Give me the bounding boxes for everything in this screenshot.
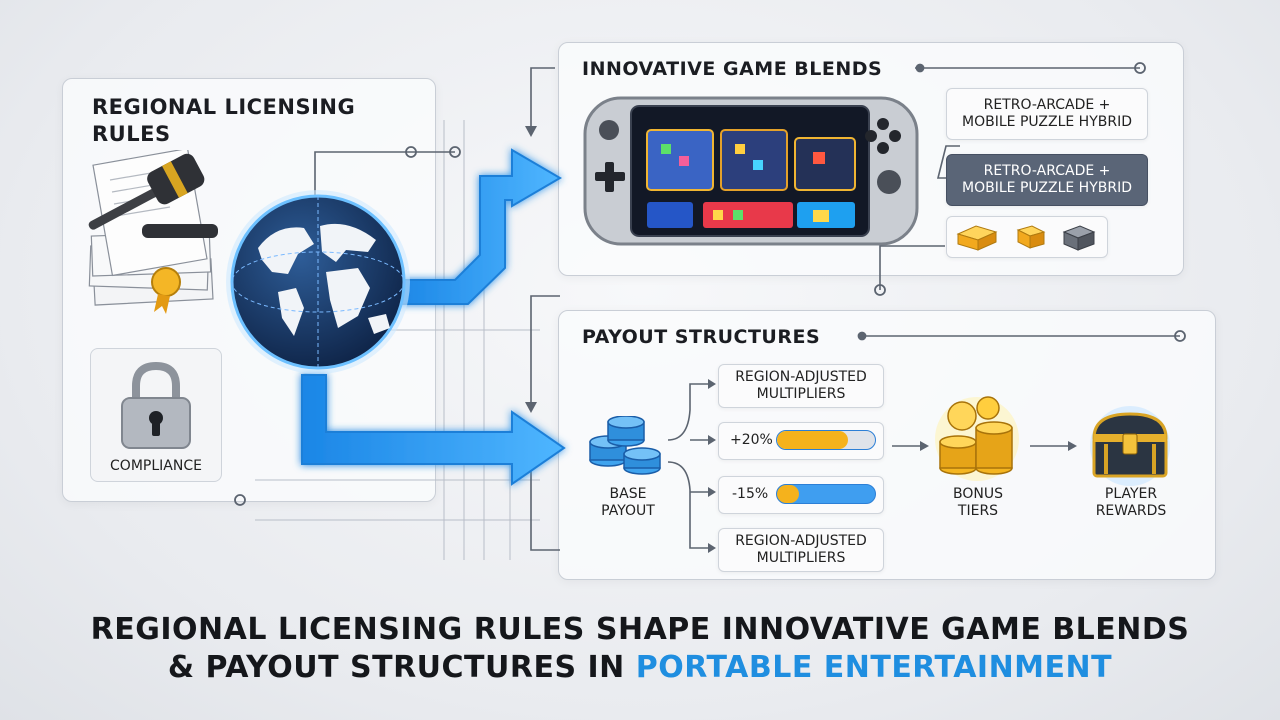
blend-option-2[interactable]: RETRO-ARCADE + MOBILE PUZZLE HYBRID	[946, 154, 1148, 206]
adjust-down-label: -15%	[732, 486, 769, 502]
adjust-up-label: +20%	[730, 432, 773, 448]
adjust-up-fill	[777, 431, 848, 449]
globe-icon	[226, 190, 410, 374]
footer-title-prefix: & PAYOUT STRUCTURES IN	[167, 650, 636, 685]
blend-option-1-line2: MOBILE PUZZLE HYBRID	[962, 114, 1132, 130]
licensing-heading: REGIONAL LICENSING RULES	[92, 94, 355, 148]
bonus-tiers-line1: BONUS	[953, 486, 1003, 502]
game-cube-icon	[956, 225, 1096, 251]
blend-option-2-line1: RETRO-ARCADE +	[983, 163, 1111, 179]
footer-title-line1: REGIONAL LICENSING RULES SHAPE INNOVATIV…	[90, 612, 1190, 647]
footer-title-accent: PORTABLE ENTERTAINMENT	[635, 650, 1113, 685]
padlock-icon	[121, 361, 191, 449]
coin-stack-icon	[589, 416, 661, 475]
footer-title-line2: & PAYOUT STRUCTURES IN PORTABLE ENTERTAI…	[0, 650, 1280, 685]
adjust-down-bar	[776, 484, 876, 504]
handheld-console-icon	[583, 96, 919, 246]
compliance-label: COMPLIANCE	[110, 458, 202, 474]
payout-heading: PAYOUT STRUCTURES	[582, 326, 821, 348]
blend-option-1-line1: RETRO-ARCADE +	[983, 97, 1111, 113]
adjust-up-bar	[776, 430, 876, 450]
gold-coins-icon	[935, 396, 1019, 481]
gavel-icon	[88, 153, 218, 238]
blend-option-1[interactable]: RETRO-ARCADE + MOBILE PUZZLE HYBRID	[946, 88, 1148, 140]
game-cubes-card	[946, 216, 1108, 258]
base-payout-line2: PAYOUT	[601, 503, 655, 519]
bonus-tiers-label: BONUS TIERS	[928, 486, 1028, 520]
game-blends-heading: INNOVATIVE GAME BLENDS	[582, 58, 883, 80]
player-rewards-label: PLAYER REWARDS	[1076, 486, 1186, 520]
adjust-up-card[interactable]	[718, 422, 884, 460]
multiplier-bottom-line2: MULTIPLIERS	[756, 550, 846, 566]
licensing-heading-line2: RULES	[92, 122, 171, 146]
base-payout-label: BASE PAYOUT	[580, 486, 676, 520]
multiplier-top-line1: REGION-ADJUSTED	[735, 369, 867, 385]
blend-option-2-line2: MOBILE PUZZLE HYBRID	[962, 180, 1132, 196]
multiplier-top-card[interactable]: REGION-ADJUSTED MULTIPLIERS	[718, 364, 884, 408]
multiplier-bottom-card[interactable]: REGION-ADJUSTED MULTIPLIERS	[718, 528, 884, 572]
base-payout-line1: BASE	[609, 486, 647, 502]
bonus-tiers-line2: TIERS	[957, 503, 999, 519]
multiplier-top-line2: MULTIPLIERS	[756, 386, 846, 402]
treasure-chest-icon	[1090, 406, 1170, 486]
licensing-heading-line1: REGIONAL LICENSING	[92, 95, 356, 119]
player-rewards-line2: REWARDS	[1095, 503, 1167, 519]
adjust-down-fill	[777, 485, 799, 503]
multiplier-bottom-line1: REGION-ADJUSTED	[735, 533, 867, 549]
player-rewards-line1: PLAYER	[1104, 486, 1158, 502]
